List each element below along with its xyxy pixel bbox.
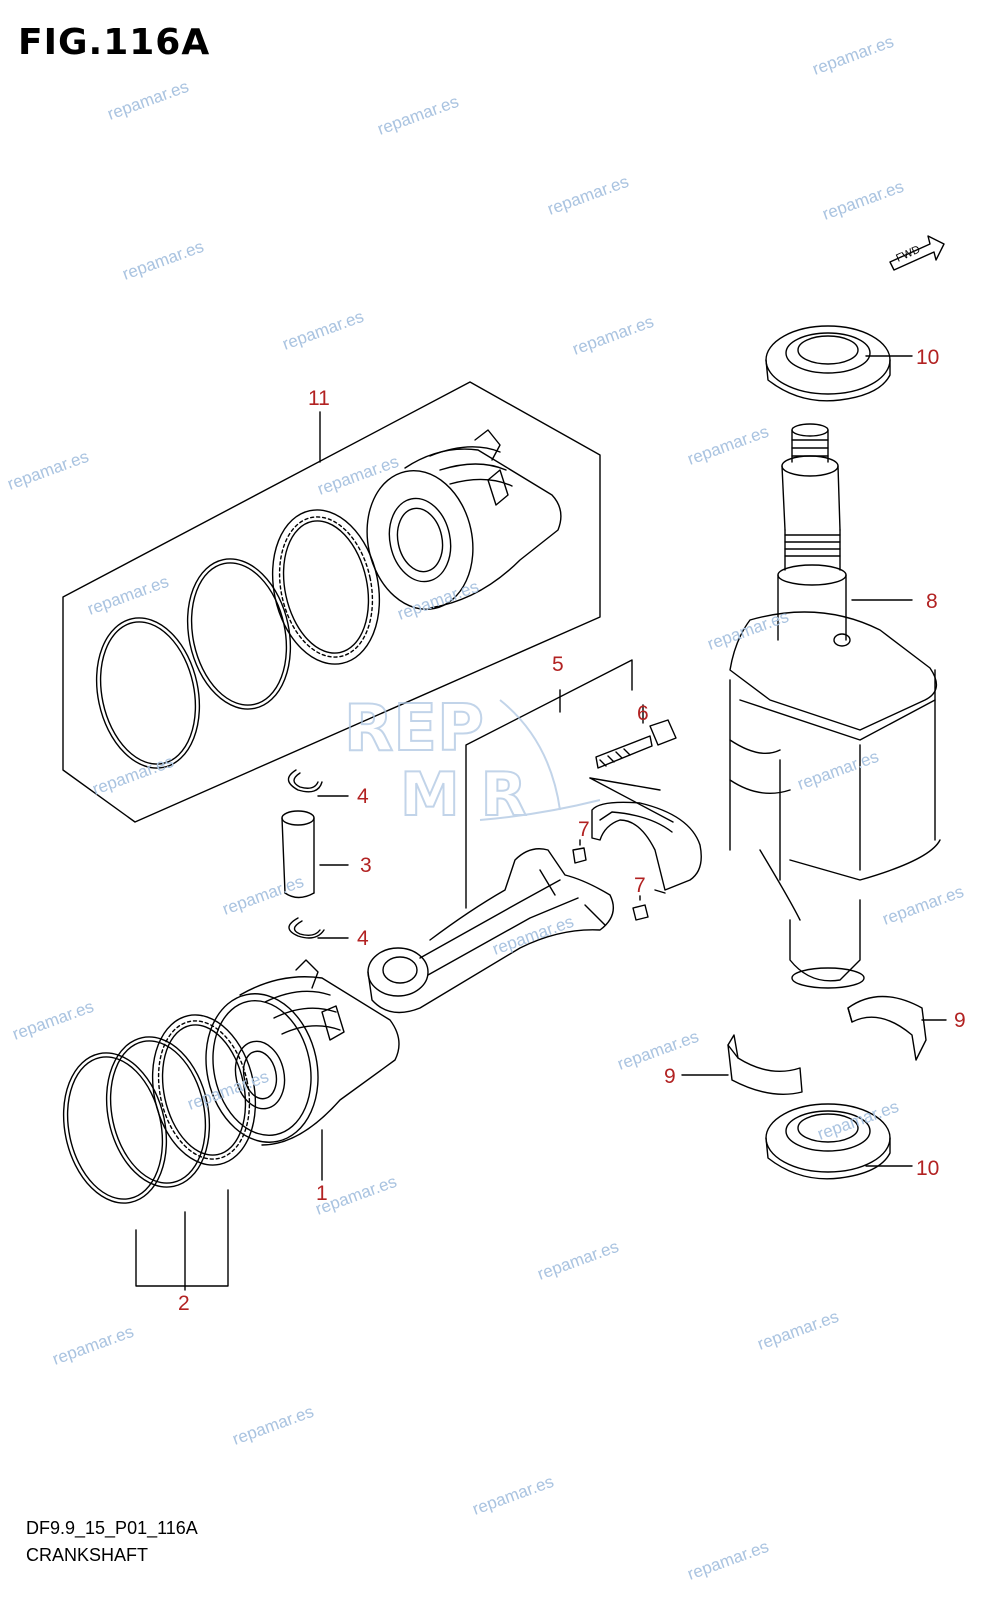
dowel-pin-2 xyxy=(632,904,649,921)
piston-kit-box xyxy=(62,381,601,823)
watermark-text-25: repamar.es xyxy=(535,1237,621,1284)
piston-ring-2 xyxy=(105,1036,211,1188)
watermark-logo: REP M R xyxy=(343,691,601,831)
watermark-text-30: repamar.es xyxy=(685,1537,771,1584)
callout-9-right: 9 xyxy=(954,1009,966,1032)
callout-11: 11 xyxy=(308,387,330,410)
kit-ring-3 xyxy=(271,509,381,665)
watermark-text-27: repamar.es xyxy=(755,1307,841,1354)
callout-8: 8 xyxy=(926,590,938,613)
callout-6: 6 xyxy=(637,702,649,725)
kit-piston xyxy=(366,429,562,611)
kit-ring-2 xyxy=(186,558,292,710)
watermark-text-28: repamar.es xyxy=(230,1402,316,1449)
fwd-label: FWD xyxy=(894,244,922,265)
watermark-text-1: repamar.es xyxy=(105,77,191,124)
watermark-text-6: repamar.es xyxy=(120,237,206,284)
watermark-text-20: repamar.es xyxy=(10,997,96,1044)
watermark-text-13: repamar.es xyxy=(395,577,481,624)
watermark-text-10: repamar.es xyxy=(315,452,401,499)
connecting-rod xyxy=(367,848,614,1014)
callout-10-top: 10 xyxy=(916,346,939,369)
callout-10-bottom: 10 xyxy=(916,1157,939,1180)
callout-9-left: 9 xyxy=(664,1065,676,1088)
bolt-guide-lines xyxy=(589,777,674,823)
figure-title: FIG.116A xyxy=(18,22,211,63)
watermark-text-11: repamar.es xyxy=(685,422,771,469)
watermark-text-21: repamar.es xyxy=(615,1027,701,1074)
svg-text:REP: REP xyxy=(344,692,484,766)
callout-1: 1 xyxy=(316,1182,328,1205)
main-bearing-lower xyxy=(727,1034,803,1095)
piston-pin xyxy=(281,810,315,899)
watermark-text-16: repamar.es xyxy=(795,747,881,794)
watermark-text-29: repamar.es xyxy=(470,1472,556,1519)
fwd-arrow-icon xyxy=(889,235,945,271)
callout-5: 5 xyxy=(552,653,564,676)
callout-4-top: 4 xyxy=(357,785,369,808)
watermark-text-5: repamar.es xyxy=(820,177,906,224)
conrod-bolt xyxy=(595,719,677,769)
callout-2: 2 xyxy=(178,1292,190,1315)
watermark-text-17: repamar.es xyxy=(220,872,306,919)
callout-7-right: 7 xyxy=(634,874,646,897)
watermark-text-2: repamar.es xyxy=(375,92,461,139)
watermark-text-18: repamar.es xyxy=(490,912,576,959)
svg-text:M R: M R xyxy=(400,760,527,830)
piston-ring-1 xyxy=(151,1014,257,1166)
watermark-text-9: repamar.es xyxy=(5,447,91,494)
watermark-text-15: repamar.es xyxy=(90,752,176,799)
piston-pin-clip-bottom xyxy=(288,917,325,939)
piston xyxy=(205,959,400,1146)
figure-caption: CRANKSHAFT xyxy=(26,1545,149,1565)
conrod-bracket xyxy=(465,659,633,909)
oil-seal-bottom xyxy=(765,1103,891,1180)
watermark-text-8: repamar.es xyxy=(570,312,656,359)
watermark-text-19: repamar.es xyxy=(880,882,966,929)
callout-4-bottom: 4 xyxy=(357,927,369,950)
main-bearing-upper xyxy=(847,995,927,1061)
dowel-pin-1 xyxy=(572,847,587,864)
watermark-text-4: repamar.es xyxy=(545,172,631,219)
piston-ring-3 xyxy=(62,1052,168,1204)
callout-3: 3 xyxy=(360,854,372,877)
piston-pin-clip-top xyxy=(287,769,323,793)
watermark-text-24: repamar.es xyxy=(313,1172,399,1219)
watermark-text-7: repamar.es xyxy=(280,307,366,354)
kit-ring-1 xyxy=(95,617,201,769)
leader-lines xyxy=(135,355,947,1291)
callout-7-left: 7 xyxy=(578,818,590,841)
watermark-text-26: repamar.es xyxy=(50,1322,136,1369)
oil-seal-top xyxy=(765,325,891,402)
crankshaft xyxy=(729,423,941,989)
watermark-text-3: repamar.es xyxy=(810,32,896,79)
conrod-cap xyxy=(591,801,702,894)
figure-code: DF9.9_15_P01_116A xyxy=(26,1518,198,1538)
